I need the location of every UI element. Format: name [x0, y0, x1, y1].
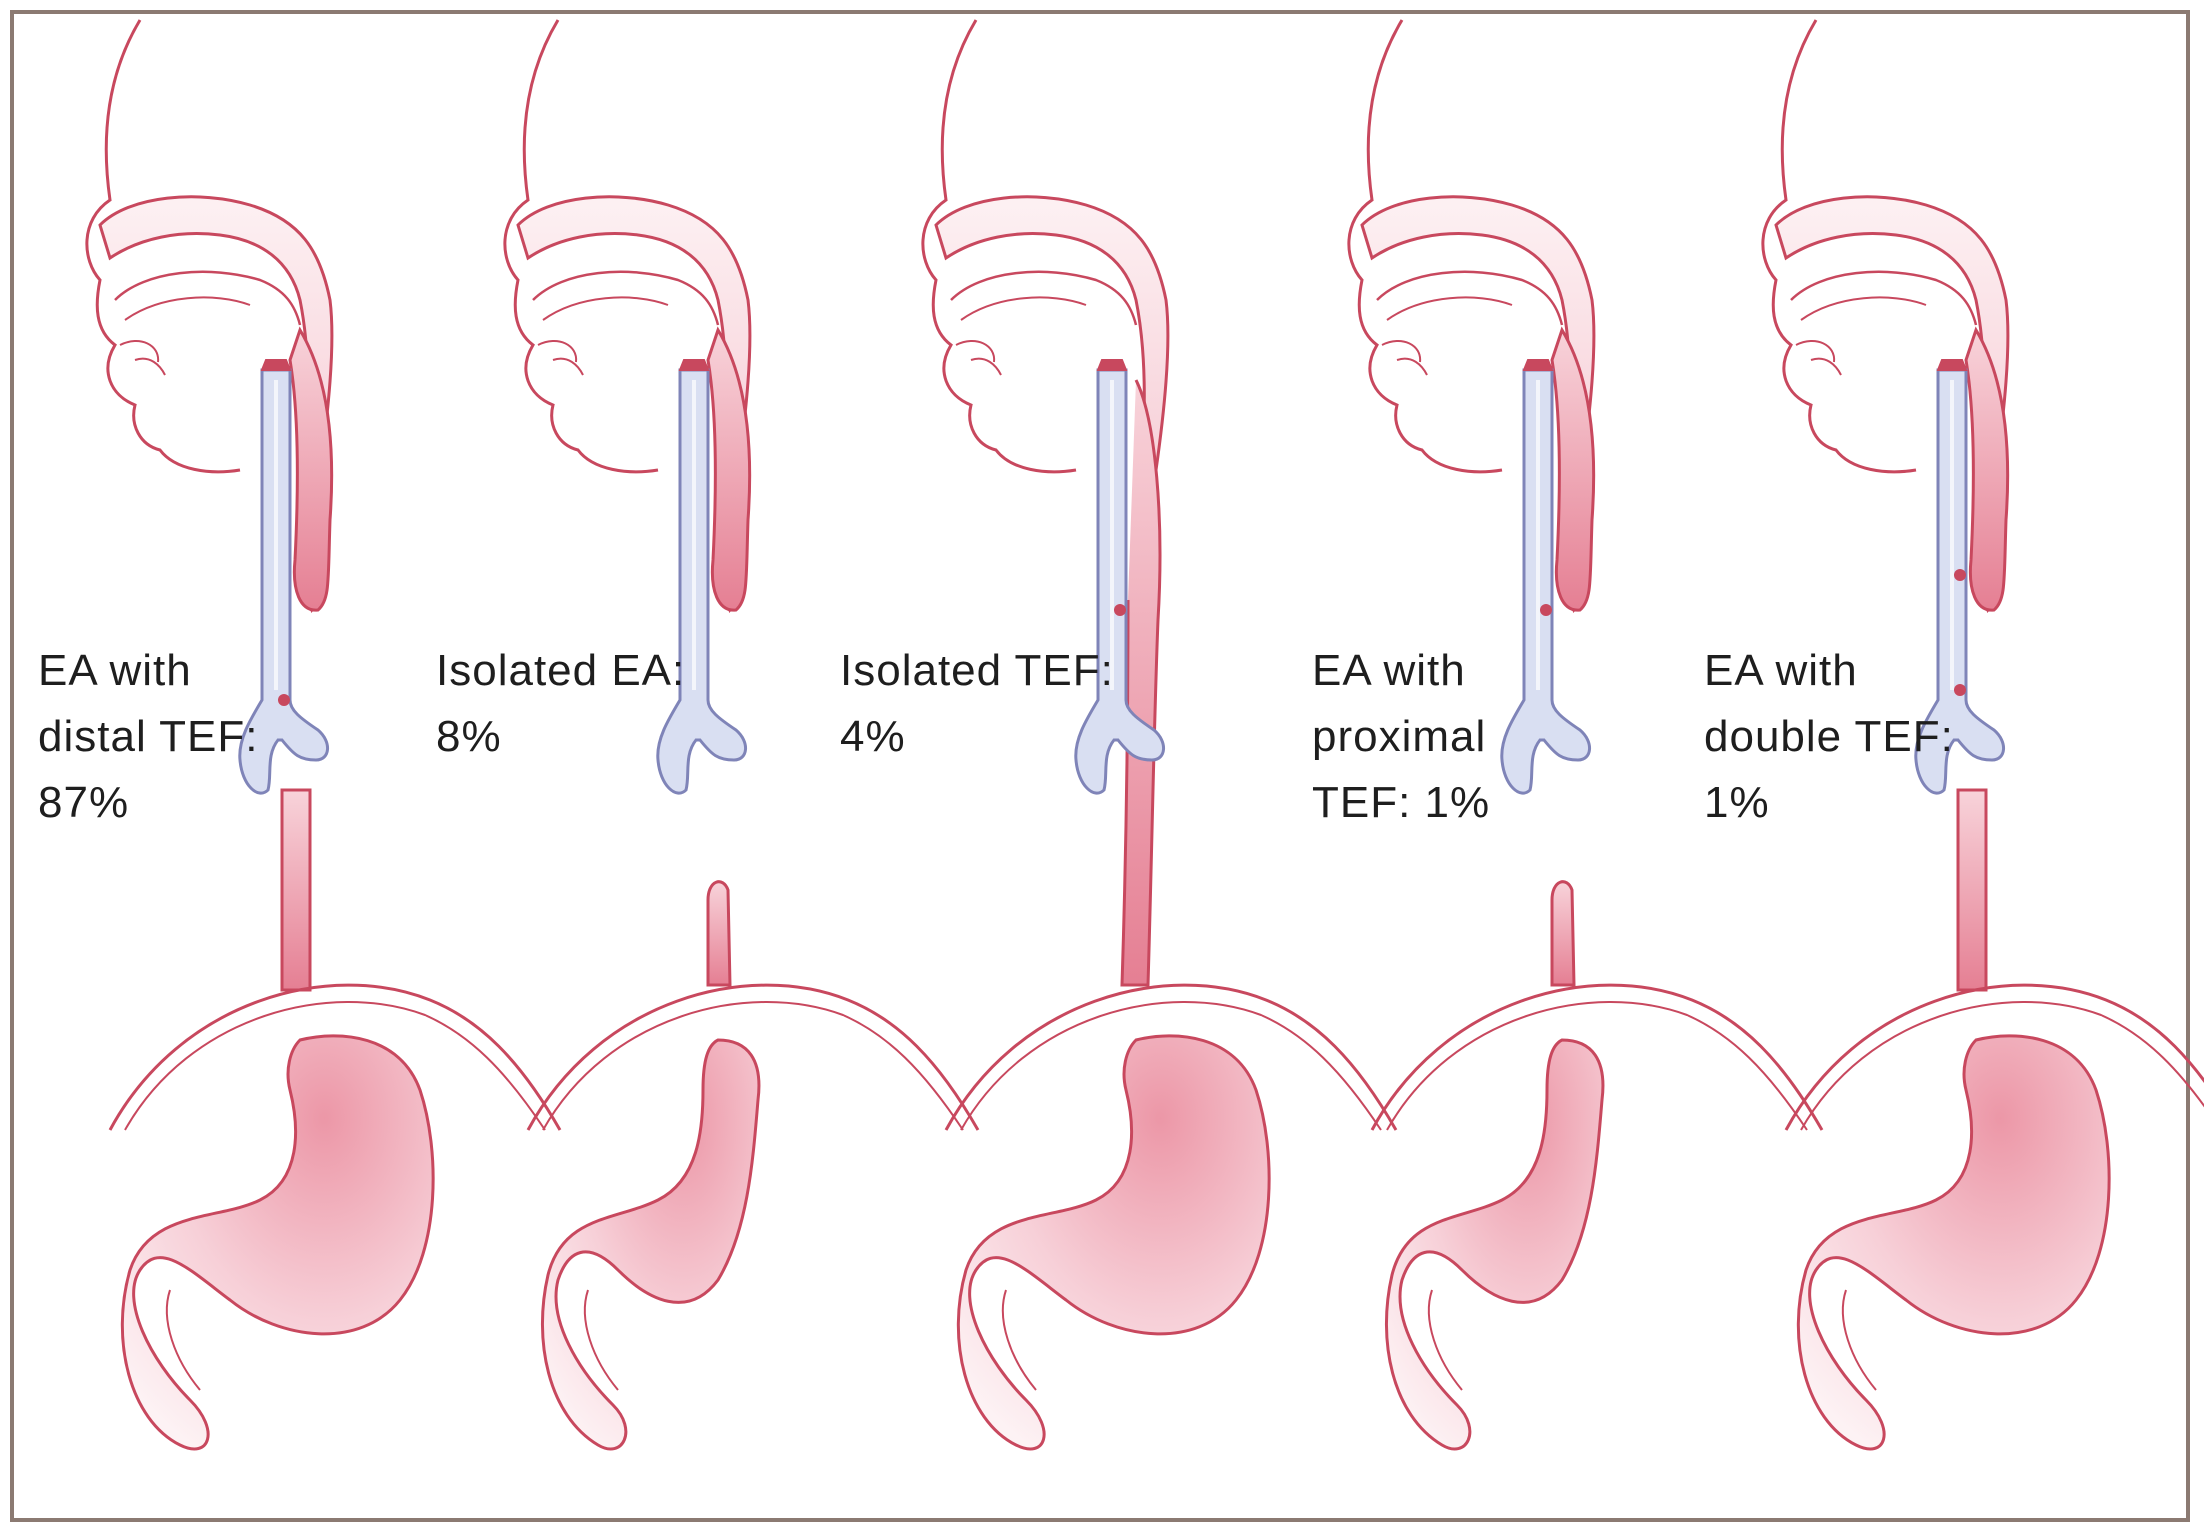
- tongue-line: [542, 296, 669, 321]
- fistula-point: [278, 694, 290, 706]
- lower-esophagus: [1956, 788, 1988, 992]
- face-profile: [1761, 19, 1917, 474]
- trachea: [1500, 368, 1591, 795]
- tongue-line: [1386, 296, 1513, 321]
- label-line: 87%: [38, 778, 130, 827]
- face-profile: [85, 19, 241, 474]
- label-line: Isolated EA:: [436, 646, 686, 695]
- label-line: 1%: [1704, 778, 1770, 827]
- diaphragm: [108, 983, 562, 1131]
- panel-isolated-ea: [503, 19, 980, 1451]
- tongue-line: [124, 296, 251, 321]
- duodenum-line: [1001, 1289, 1037, 1391]
- label-ea-distal-tef: EA with distal TEF: 87%: [38, 638, 258, 836]
- fistula-point: [1954, 569, 1966, 581]
- label-line: Isolated TEF:: [840, 646, 1114, 695]
- tongue-line: [1800, 296, 1927, 321]
- duodenum-line: [165, 1289, 201, 1391]
- upper-esophageal-pouch: [288, 326, 334, 612]
- duodenum-line: [583, 1289, 619, 1391]
- lip-line: [537, 340, 584, 376]
- tongue-line: [960, 296, 1087, 321]
- larynx: [1096, 359, 1128, 371]
- trachea: [238, 368, 329, 795]
- label-line: TEF: 1%: [1312, 778, 1491, 827]
- stomach: [540, 1038, 761, 1451]
- lower-esophageal-stub: [706, 880, 732, 987]
- label-line: proximal: [1312, 712, 1487, 761]
- diaphragm: [526, 983, 980, 1131]
- lower-esophagus: [280, 788, 312, 992]
- larynx: [1936, 359, 1968, 371]
- label-line: EA with: [1312, 646, 1466, 695]
- stomach: [956, 1034, 1271, 1451]
- diaphragm-inner: [960, 1001, 1382, 1131]
- lip-line: [955, 340, 1002, 376]
- palate-line: [114, 270, 302, 326]
- label-line: EA with: [38, 646, 192, 695]
- larynx: [260, 359, 292, 371]
- palate-line: [950, 270, 1138, 326]
- panel-ea-distal-tef: [85, 19, 562, 1451]
- diaphragm: [1784, 983, 2204, 1131]
- diaphragm-inner: [1386, 1001, 1808, 1131]
- fistula-point: [1954, 684, 1966, 696]
- palate-line: [1790, 270, 1978, 326]
- label-line: EA with: [1704, 646, 1858, 695]
- panel-ea-double-tef: [1761, 19, 2204, 1451]
- palate-line: [532, 270, 720, 326]
- diaphragm-inner: [124, 1001, 546, 1131]
- panel-isolated-tef: [921, 19, 1398, 1451]
- label-line: 8%: [436, 712, 502, 761]
- palate-line: [1376, 270, 1564, 326]
- upper-esophageal-pouch: [1550, 326, 1596, 612]
- diaphragm: [1370, 983, 1824, 1131]
- label-line: 4%: [840, 712, 906, 761]
- face-profile: [1347, 19, 1503, 474]
- lip-line: [119, 340, 166, 376]
- face-profile: [503, 19, 659, 474]
- label-line: distal TEF:: [38, 712, 259, 761]
- trachea: [656, 368, 747, 795]
- label-ea-double-tef: EA with double TEF: 1%: [1704, 638, 1954, 836]
- larynx: [678, 359, 710, 371]
- panel-ea-proximal-tef: [1347, 19, 1824, 1451]
- upper-esophageal-pouch: [1964, 326, 2010, 612]
- duodenum-line: [1841, 1289, 1877, 1391]
- face-profile: [921, 19, 1077, 474]
- fistula-point: [1114, 604, 1126, 616]
- lower-esophageal-stub: [1550, 880, 1576, 987]
- upper-esophageal-pouch: [706, 326, 752, 612]
- label-line: double TEF:: [1704, 712, 1954, 761]
- stomach: [1796, 1034, 2111, 1451]
- esophagus: [1120, 379, 1162, 987]
- label-isolated-ea: Isolated EA: 8%: [436, 638, 685, 770]
- trachea: [1914, 368, 2005, 795]
- diaphragm: [944, 983, 1398, 1131]
- trachea: [1074, 368, 1165, 795]
- label-ea-proximal-tef: EA with proximal TEF: 1%: [1312, 638, 1490, 836]
- label-isolated-tef: Isolated TEF: 4%: [840, 638, 1114, 770]
- lip-line: [1381, 340, 1428, 376]
- lip-line: [1795, 340, 1842, 376]
- diaphragm-inner: [1800, 1001, 2204, 1131]
- diaphragm-inner: [542, 1001, 964, 1131]
- larynx: [1522, 359, 1554, 371]
- fistula-point: [1540, 604, 1552, 616]
- stomach: [1384, 1038, 1605, 1451]
- stomach: [120, 1034, 435, 1451]
- duodenum-line: [1427, 1289, 1463, 1391]
